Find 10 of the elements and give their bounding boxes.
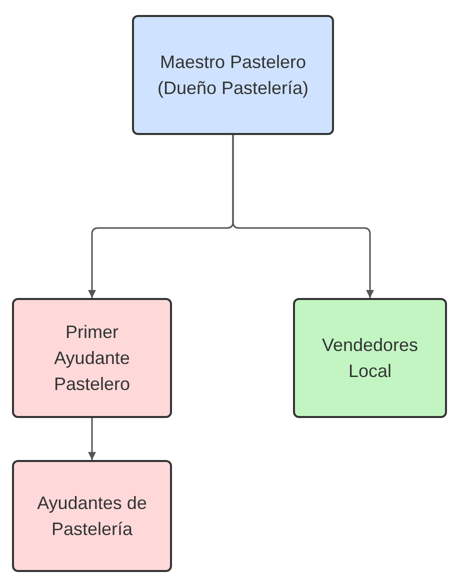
role-label: Primer Ayudante Pastelero — [52, 321, 132, 396]
role-label: Maestro Pastelero (Dueño Pastelería) — [156, 51, 310, 100]
org-box — [12, 460, 172, 572]
role-label: Vendedores Local — [320, 334, 420, 383]
arrow — [88, 418, 96, 460]
org-box — [132, 15, 334, 135]
arrow — [232, 135, 374, 298]
org-box — [12, 298, 172, 418]
org-box — [293, 298, 447, 418]
role-label: Ayudantes de Pastelería — [36, 492, 148, 541]
